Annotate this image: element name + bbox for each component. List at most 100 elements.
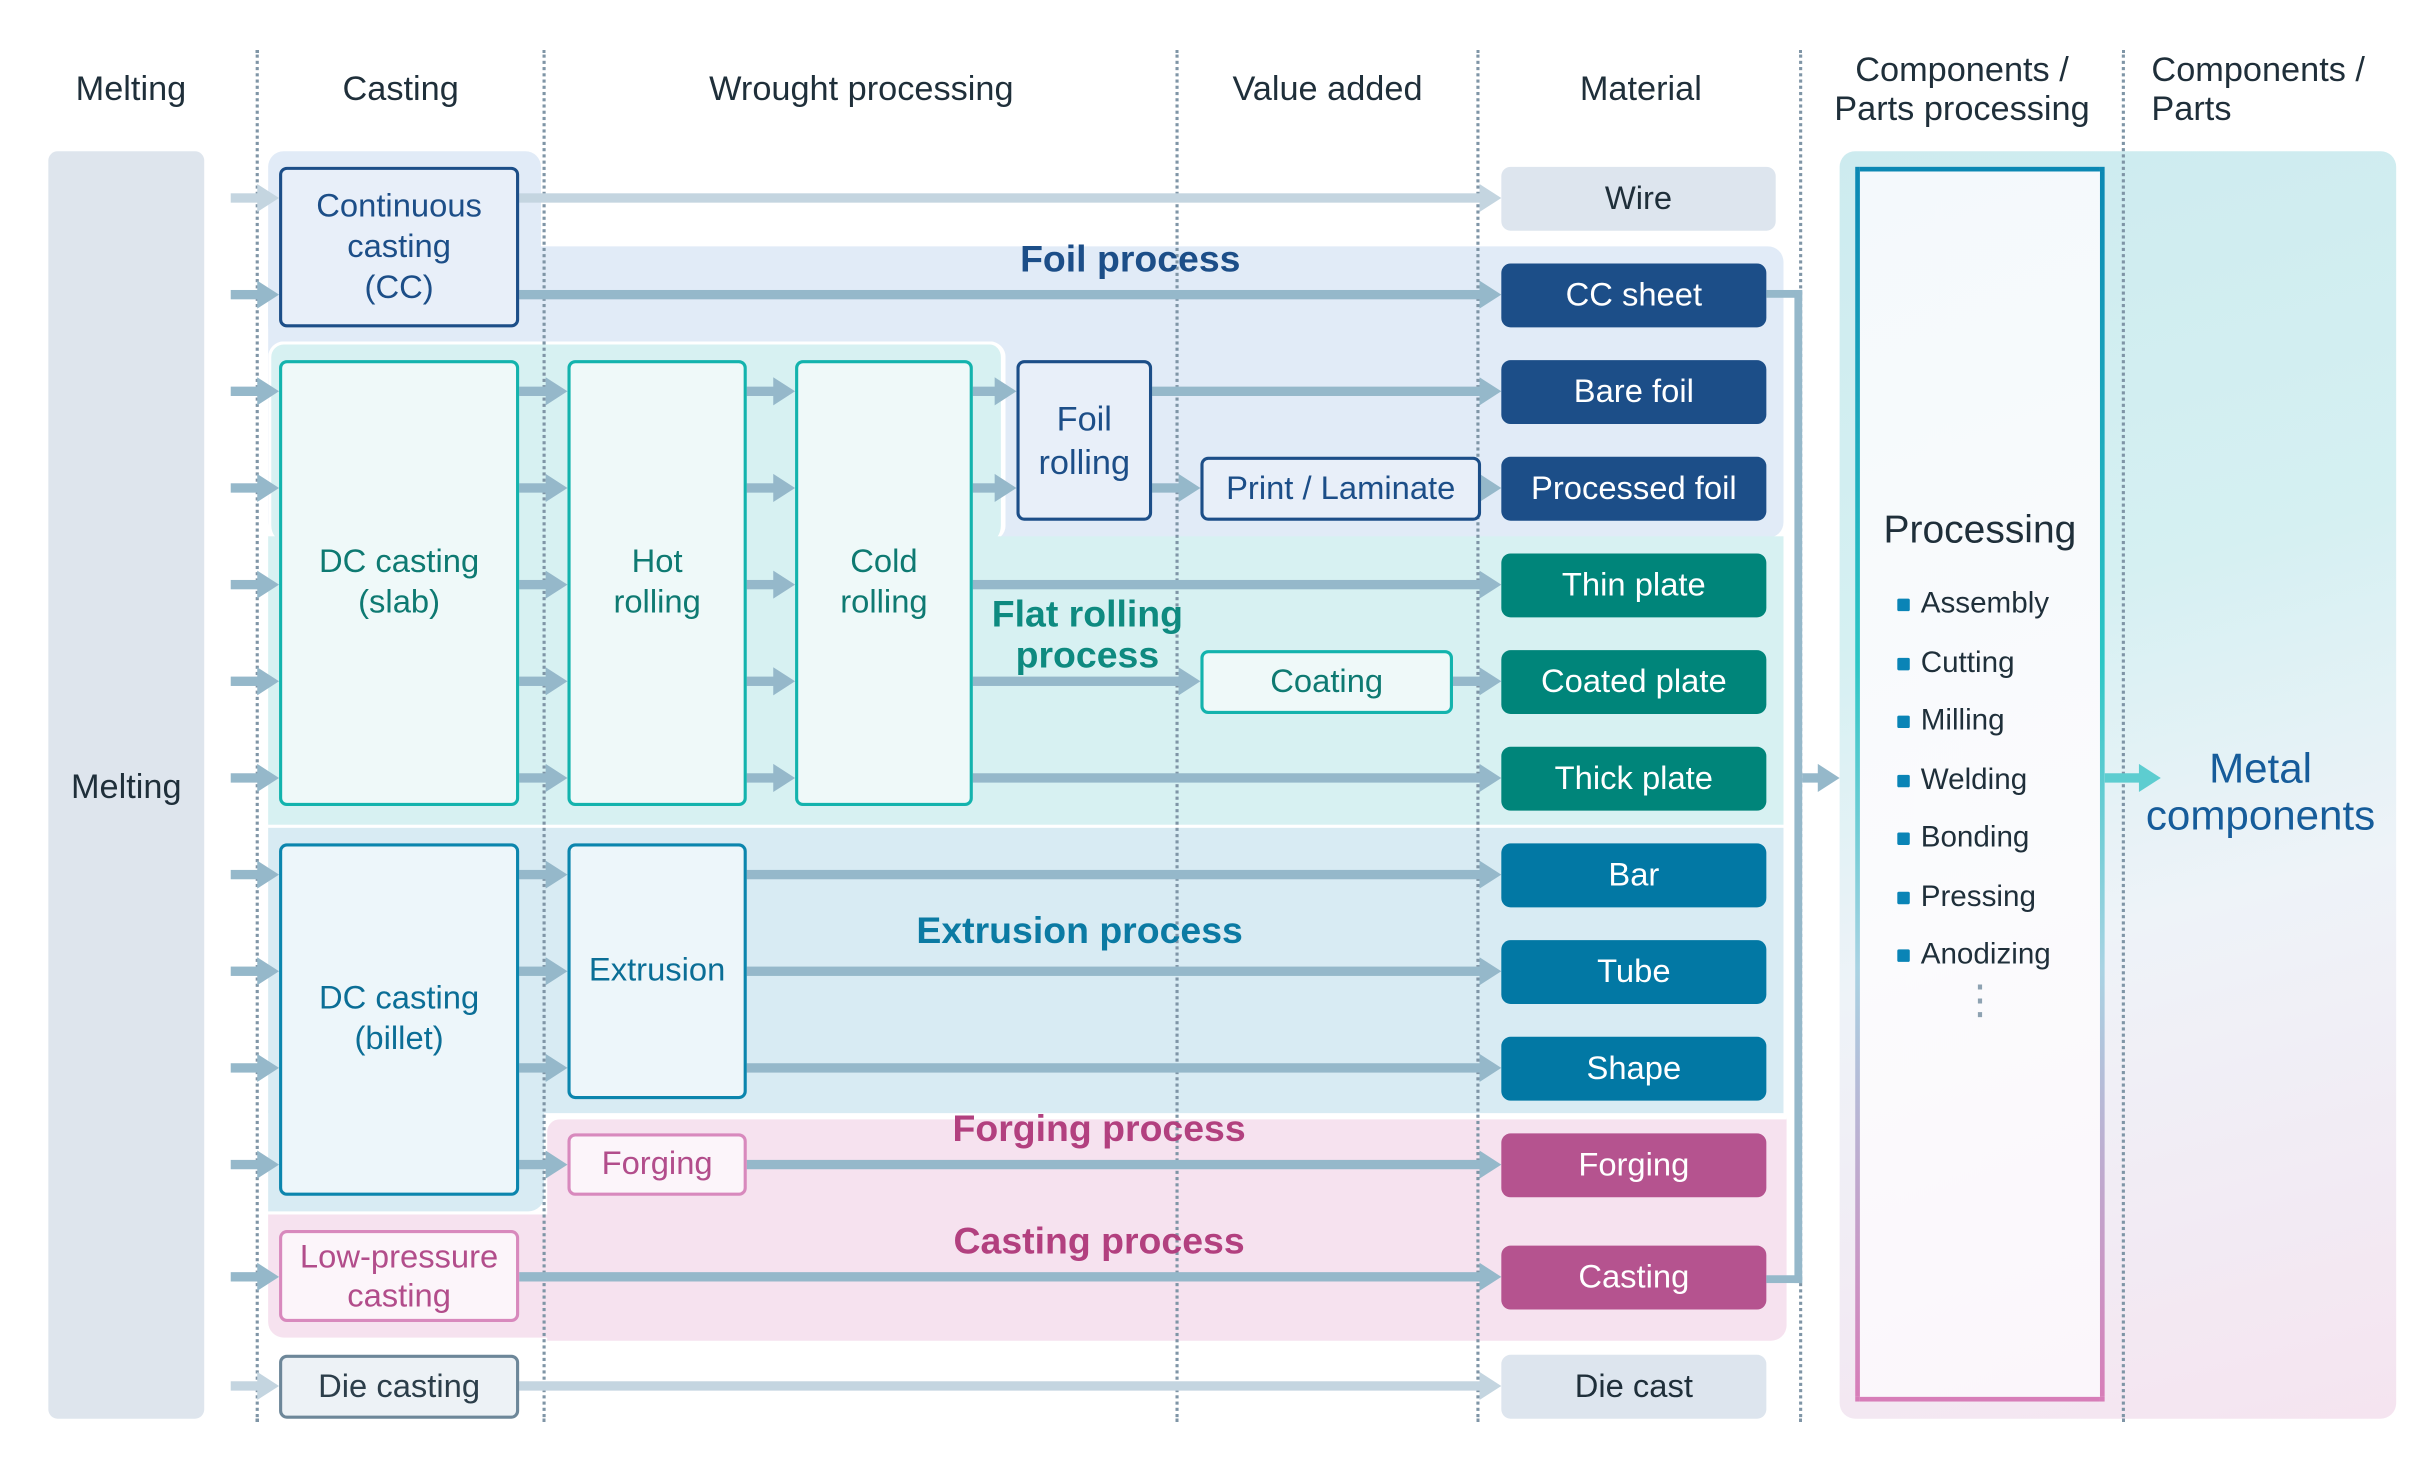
dc-billet-line2: (billet) [354,1021,444,1058]
processing-item: Anodizing [1897,938,2051,973]
die-casting-box: Die casting [279,1354,520,1419]
input-arrow [230,280,280,309]
header-wrought-processing: Wrought processing [709,68,1014,108]
extrusion-process-label: Extrusion process [916,910,1243,953]
material-processed-foil: Processed foil [1501,456,1767,521]
arrow-billet-extrusion [519,957,568,986]
input-arrow [230,1053,280,1082]
arrow-hot-cold [746,473,796,502]
low-pressure-line2: casting [347,1277,451,1314]
processing-item-label: Cutting [1920,646,2015,679]
input-arrow [230,377,280,406]
arrow-to-shape [746,1053,1502,1082]
input-arrow [230,957,280,986]
cc-label-line3: (CC) [364,268,434,305]
header-parts-line1: Components / [2151,49,2365,89]
casting-process-label: Casting process [953,1220,1245,1263]
flat-rolling-label-line1: Flat rolling [991,593,1184,637]
processing-item: Pressing [1897,880,2036,914]
hot-rolling-line1: Hot [631,544,683,580]
input-arrow [230,667,280,696]
processing-item: Cutting [1897,646,2015,680]
input-arrow [230,860,280,889]
input-arrow [230,763,280,792]
dc-billet-line1: DC casting [319,980,480,1017]
header-melting: Melting [75,68,187,108]
bullet-icon [1897,774,1910,787]
material-tube: Tube [1501,940,1767,1004]
more-items-ellipsis: ⋮ [1959,975,2001,1023]
header-parts: Components / Parts [2151,50,2432,128]
processing-item-label: Assembly [1920,587,2050,621]
arrow-cold-coating [972,667,1201,696]
header-parts-processing: Components / Parts processing [1802,50,2122,128]
cc-label-line2: casting [347,228,451,265]
print-laminate-box: Print / Laminate [1200,456,1482,521]
material-thick-plate: Thick plate [1501,746,1767,811]
input-arrow [230,1262,280,1291]
processing-item-label: Pressing [1920,880,2036,913]
processing-item: Assembly [1897,588,2049,622]
input-arrow [230,473,280,502]
column-divider [1476,49,1480,1422]
arrow-billet-extrusion [519,860,568,889]
coating-box: Coating [1200,650,1453,715]
foil-process-label: Foil process [1020,238,1241,281]
material-bar: Bar [1501,843,1767,908]
arrow-to-tube [746,957,1502,986]
connector-bus [1794,289,1803,1284]
arrow-to-processing [1802,763,1840,792]
processing-item-label: Welding [1920,763,2028,796]
arrow-to-die-cast [519,1371,1502,1400]
processing-item-label: Bonding [1920,821,2030,855]
arrow-billet-extrusion [519,1053,568,1082]
arrow-slab-hot [519,473,568,502]
cold-rolling-box: Cold rolling [795,360,973,807]
arrow-to-thick-plate [972,763,1502,792]
arrow-to-cc-sheet [519,280,1502,309]
hot-rolling-line2: rolling [613,584,701,621]
dc-slab-label-line1: DC casting [319,544,480,580]
low-pressure-line1: Low-pressure [299,1238,499,1275]
arrow-slab-hot [519,763,568,792]
column-divider [255,49,259,1422]
column-divider [1175,49,1179,1422]
processing-item: Bonding [1897,822,2029,856]
arrow-to-thin-plate [972,570,1502,599]
material-shape: Shape [1501,1036,1767,1101]
processing-item-label: Anodizing [1920,938,2051,972]
arrow-to-coated-plate [1452,667,1502,696]
bullet-icon [1897,715,1910,729]
processing-item-label: Milling [1920,704,2005,738]
header-parts-processing-line2: Parts processing [1834,88,2090,128]
arrow-billet-forging [519,1150,568,1179]
arrow-to-wire [519,183,1502,213]
arrow-to-metal-components [2104,763,2161,792]
bullet-icon [1897,832,1910,845]
foil-rolling-line2: rolling [1038,441,1131,481]
column-divider [2121,49,2125,1422]
metal-components-line2: components [2145,791,2376,839]
input-arrow [230,1150,280,1179]
input-arrow [230,570,280,599]
dc-slab-label-line2: (slab) [358,584,441,621]
arrow-slab-hot [519,377,568,406]
material-bare-foil: Bare foil [1501,360,1767,425]
forging-process-label: Forging process [952,1108,1246,1151]
header-parts-line2: Parts [2151,88,2232,128]
flat-rolling-label-line2: process [1015,634,1160,677]
arrow-hot-cold [746,763,796,792]
arrow-hot-cold [746,377,796,406]
cc-label-line1: Continuous [316,187,482,224]
header-parts-processing-line1: Components / [1855,49,2069,89]
arrow-to-bare-foil [1152,377,1502,406]
input-arrow [230,183,280,213]
arrow-slab-hot [519,570,568,599]
flat-rolling-process-label: Flat rolling process [967,593,1209,677]
continuous-casting-box: Continuous casting (CC) [279,166,520,328]
material-thin-plate: Thin plate [1501,553,1767,618]
arrow-to-processed-foil [1479,473,1502,502]
processing-title: Processing [1883,508,2077,552]
bullet-icon [1897,598,1910,612]
